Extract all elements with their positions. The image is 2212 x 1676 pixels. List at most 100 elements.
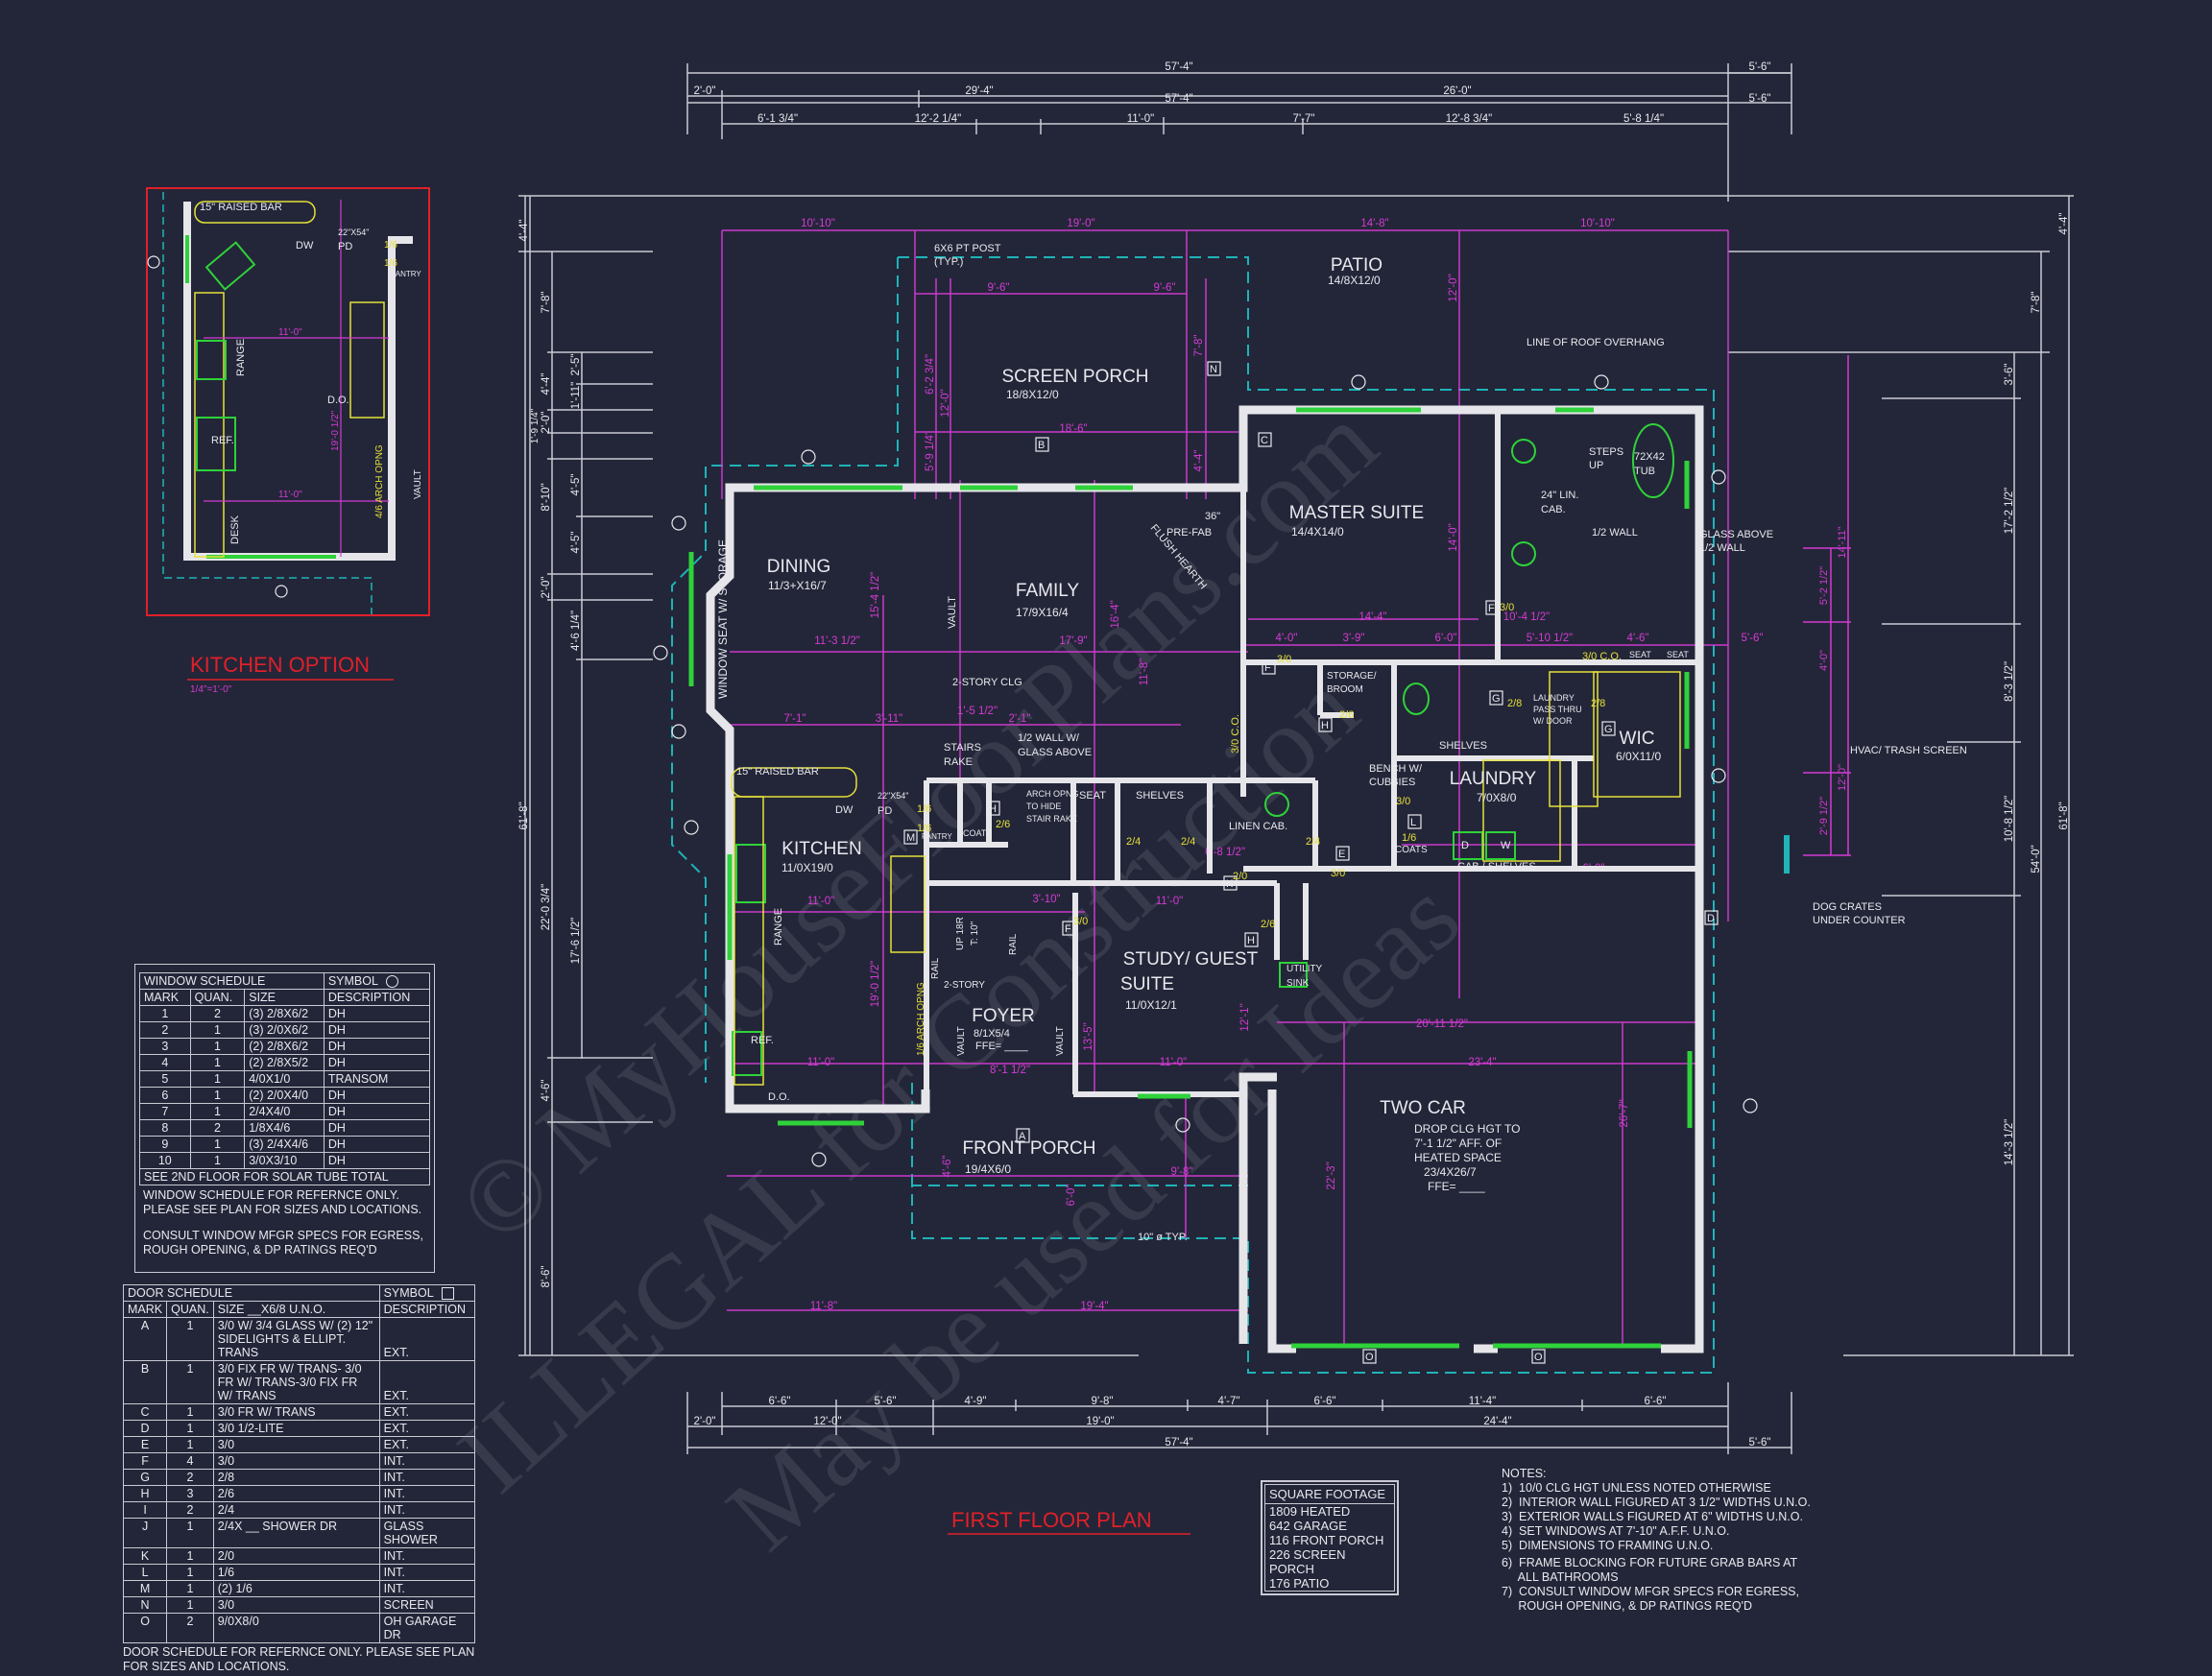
svg-text:15" RAISED BAR: 15" RAISED BAR: [200, 202, 282, 213]
svg-text:TWO CAR: TWO CAR: [1380, 1098, 1466, 1118]
svg-text:10'-10": 10'-10": [1580, 218, 1615, 229]
svg-text:5'-8 1/4": 5'-8 1/4": [1623, 113, 1664, 125]
svg-text:CUBBIES: CUBBIES: [1369, 777, 1415, 788]
svg-text:SEAT: SEAT: [1667, 650, 1689, 659]
svg-text:1/6: 1/6: [384, 258, 397, 269]
kitchen-option-title: KITCHEN OPTION: [190, 653, 370, 677]
svg-text:61'-8": 61'-8": [2058, 802, 2070, 829]
svg-text:W/ DOOR: W/ DOOR: [1533, 716, 1573, 726]
svg-text:11'-8": 11'-8": [810, 1301, 837, 1312]
svg-text:7'-1": 7'-1": [784, 713, 806, 725]
svg-text:TUB: TUB: [1634, 466, 1655, 477]
svg-text:11/0X19/0: 11/0X19/0: [781, 861, 833, 874]
svg-text:17'-6 1/2": 17'-6 1/2": [570, 918, 582, 964]
svg-text:17'-9": 17'-9": [1059, 635, 1087, 647]
svg-text:16'-4": 16'-4": [1110, 600, 1121, 628]
svg-text:2-STORY: 2-STORY: [944, 980, 985, 991]
svg-text:29'-4": 29'-4": [965, 85, 993, 97]
hvac-screen: [1784, 835, 1790, 874]
svg-text:19'-4": 19'-4": [1080, 1301, 1108, 1312]
svg-text:7'-8": 7'-8": [541, 292, 552, 314]
svg-text:SINK: SINK: [1286, 978, 1310, 989]
svg-text:DOG CRATES: DOG CRATES: [1813, 901, 1882, 913]
svg-text:DW: DW: [835, 804, 854, 816]
svg-text:2'-5": 2'-5": [570, 354, 582, 376]
window-tags: [653, 374, 1758, 1167]
svg-text:FFE= ____: FFE= ____: [1428, 1180, 1485, 1193]
svg-text:LAUNDRY: LAUNDRY: [1533, 693, 1575, 703]
svg-text:5'-9 1/4": 5'-9 1/4": [925, 431, 936, 471]
svg-text:E: E: [1338, 849, 1345, 860]
svg-text:4'-5": 4'-5": [570, 474, 582, 496]
svg-text:12'-8 3/4": 12'-8 3/4": [1446, 113, 1492, 125]
window-schedule-symbol: SYMBOL: [323, 971, 431, 991]
svg-text:10" ø TYP.: 10" ø TYP.: [1138, 1232, 1188, 1243]
svg-text:2/8: 2/8: [1507, 698, 1522, 709]
svg-text:GLASS ABOVE: GLASS ABOVE: [1018, 747, 1092, 758]
svg-text:LINEN CAB.: LINEN CAB.: [1229, 821, 1287, 832]
svg-text:REF.: REF.: [211, 435, 234, 446]
svg-text:SHELVES: SHELVES: [1136, 790, 1184, 802]
svg-text:DESK: DESK: [229, 515, 241, 544]
door-schedule-footer: DOOR SCHEDULE FOR REFERNCE ONLY. PLEASE …: [123, 1645, 475, 1674]
svg-text:PASS THRU: PASS THRU: [1533, 705, 1582, 714]
svg-text:3/0: 3/0: [1277, 654, 1291, 665]
svg-text:5'-6": 5'-6": [1749, 61, 1771, 73]
svg-text:4'-7": 4'-7": [1218, 1396, 1240, 1407]
svg-text:H: H: [989, 803, 997, 815]
watermark: © MyHouseFloorPlans.com ILLEGAL for Cons…: [436, 382, 1480, 1571]
svg-text:14'-4": 14'-4": [1358, 611, 1386, 623]
svg-text:TO HIDE: TO HIDE: [1026, 802, 1061, 811]
svg-text:22"X54": 22"X54": [878, 791, 908, 801]
svg-text:5'-6": 5'-6": [1749, 1437, 1771, 1449]
svg-text:11'-0": 11'-0": [807, 1057, 834, 1068]
svg-text:13'-5": 13'-5": [1083, 1022, 1094, 1050]
svg-text:19'-0": 19'-0": [1067, 218, 1094, 229]
svg-text:12'-0": 12'-0": [1448, 274, 1459, 301]
svg-text:14'-0": 14'-0": [1448, 523, 1459, 551]
svg-text:6'-6": 6'-6": [1314, 1396, 1336, 1407]
svg-text:RANGE: RANGE: [773, 908, 784, 946]
svg-text:22'-3": 22'-3": [1326, 1161, 1337, 1189]
svg-text:14'-3 1/2": 14'-3 1/2": [2004, 1119, 2015, 1165]
svg-text:7/0X8/0: 7/0X8/0: [1477, 791, 1517, 804]
svg-text:2/6: 2/6: [996, 819, 1010, 830]
svg-text:SEAT: SEAT: [1079, 790, 1106, 802]
svg-text:4'-6": 4'-6": [942, 1156, 953, 1178]
svg-text:DROP CLG HGT TO: DROP CLG HGT TO: [1414, 1122, 1520, 1136]
svg-text:4/6 ARCH OPNG: 4/6 ARCH OPNG: [374, 444, 385, 518]
svg-text:2/4: 2/4: [1306, 836, 1320, 848]
svg-text:RANGE: RANGE: [235, 339, 247, 376]
svg-text:14'-11": 14'-11": [1837, 526, 1848, 558]
svg-text:STAIR RAKE: STAIR RAKE: [1026, 814, 1077, 824]
svg-text:HEATED SPACE: HEATED SPACE: [1414, 1151, 1502, 1164]
svg-text:11'-3 1/2": 11'-3 1/2": [814, 635, 860, 647]
svg-text:2'-0": 2'-0": [541, 577, 552, 599]
svg-text:8'-3 1/2": 8'-3 1/2": [2004, 661, 2015, 702]
svg-text:VAULT: VAULT: [947, 596, 958, 629]
window-symbol-icon: [385, 975, 398, 989]
svg-text:UP 18R: UP 18R: [955, 917, 966, 950]
svg-text:D: D: [1707, 913, 1715, 924]
svg-text:6'-6": 6'-6": [769, 1396, 791, 1407]
exterior-walls: [706, 405, 1704, 1353]
svg-text:4'-5": 4'-5": [570, 532, 582, 554]
window-schedule-title: WINDOW SCHEDULE: [139, 971, 325, 991]
svg-text:2-STORY CLG: 2-STORY CLG: [952, 677, 1022, 688]
svg-text:4'-4": 4'-4": [541, 373, 552, 395]
interior-dimension-lines: [721, 229, 1729, 1344]
svg-text:7'-7": 7'-7": [1293, 113, 1315, 125]
svg-text:12'-0": 12'-0": [813, 1416, 841, 1427]
svg-text:19'-0": 19'-0": [1086, 1416, 1114, 1427]
svg-text:PATIO: PATIO: [1331, 255, 1382, 275]
svg-text:VAULT: VAULT: [1055, 1026, 1066, 1056]
svg-text:12'-2 1/4": 12'-2 1/4": [915, 113, 961, 125]
svg-text:9'-6": 9'-6": [988, 282, 1010, 294]
svg-text:2'-0": 2'-0": [694, 1416, 716, 1427]
